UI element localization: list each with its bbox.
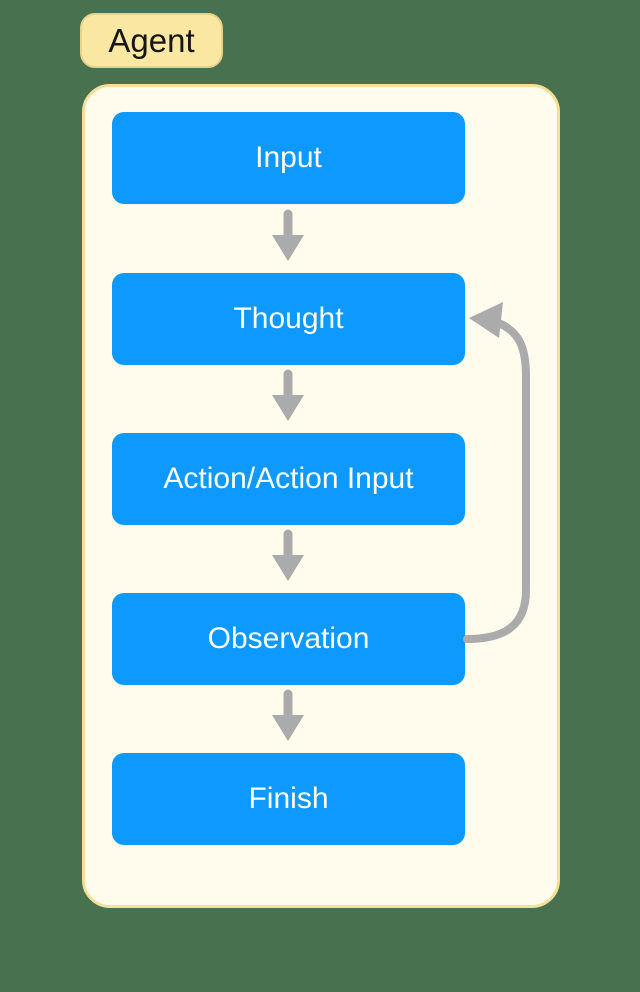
agent-badge-label: Agent (108, 21, 195, 59)
node-thought: Thought (112, 273, 465, 365)
node-input: Input (112, 112, 465, 204)
agent-flow-container: Input Thought Action/Action Input Observ… (82, 84, 560, 908)
node-action-action-input: Action/Action Input (112, 433, 465, 525)
node-thought-label: Thought (233, 302, 344, 335)
node-input-label: Input (255, 141, 322, 174)
node-finish: Finish (112, 753, 465, 845)
node-observation-label: Observation (207, 622, 370, 655)
node-observation: Observation (112, 593, 465, 685)
node-action-action-input-label: Action/Action Input (163, 462, 414, 495)
agent-badge: Agent (80, 13, 223, 68)
node-finish-label: Finish (248, 782, 329, 815)
